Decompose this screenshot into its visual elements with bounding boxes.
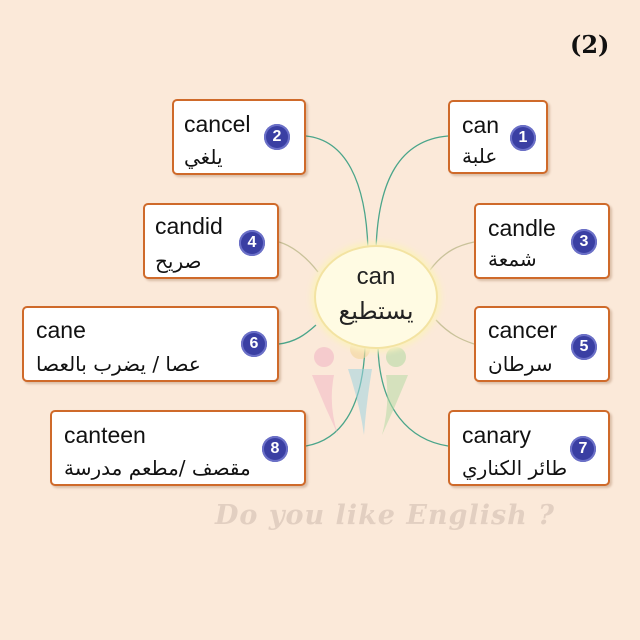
- word-7-english: canary: [462, 422, 532, 448]
- page-number: (2): [570, 30, 610, 59]
- connector-3: [429, 241, 475, 271]
- word-4-arabic: صريح: [155, 249, 202, 273]
- word-3-arabic: شمعة: [488, 247, 537, 271]
- connector-4: [278, 241, 319, 273]
- word-8-english: canteen: [64, 422, 146, 448]
- word-box-8: canteen 8 مقصف /مطعم مدرسة: [50, 410, 306, 486]
- word-5-arabic: سرطان: [488, 352, 553, 376]
- number-badge-8: 8: [262, 436, 288, 462]
- number-badge-1: 1: [510, 125, 536, 151]
- word-box-6: cane 6 عصا / يضرب بالعصا: [22, 306, 279, 382]
- center-node: can يستطيع: [314, 245, 438, 349]
- center-arabic: يستطيع: [338, 297, 414, 325]
- word-8-arabic: مقصف /مطعم مدرسة: [64, 456, 251, 480]
- connector-1: [375, 135, 449, 251]
- connector-5: [435, 319, 475, 345]
- number-badge-6: 6: [241, 331, 267, 357]
- number-badge-5: 5: [571, 334, 597, 360]
- number-badge-4: 4: [239, 230, 265, 256]
- connector-2: [305, 135, 369, 251]
- word-box-4: candid 4 صريح: [143, 203, 279, 279]
- watermark-text: Do you like English ?: [215, 500, 556, 531]
- word-box-2: cancel 2 يلغي: [172, 99, 306, 175]
- word-7-arabic: طائر الكناري: [462, 456, 568, 480]
- word-6-english: cane: [36, 317, 86, 343]
- connector-7: [377, 347, 449, 447]
- word-6-arabic: عصا / يضرب بالعصا: [36, 352, 201, 376]
- connector-6: [278, 324, 317, 345]
- word-3-english: candle: [488, 215, 556, 241]
- word-4-english: candid: [155, 213, 223, 239]
- word-box-1: can 1 علبة: [448, 100, 548, 174]
- center-english: can: [356, 263, 396, 290]
- word-box-7: canary 7 طائر الكناري: [448, 410, 610, 486]
- number-badge-3: 3: [571, 229, 597, 255]
- word-1-arabic: علبة: [462, 144, 498, 168]
- number-badge-7: 7: [570, 436, 596, 462]
- word-box-3: candle 3 شمعة: [474, 203, 610, 279]
- word-box-5: cancer 5 سرطان: [474, 306, 610, 382]
- connector-8: [305, 347, 366, 447]
- word-2-english: cancel: [184, 111, 251, 137]
- people-logo-icon: [290, 335, 430, 445]
- word-5-english: cancer: [488, 317, 558, 343]
- word-1-english: can: [462, 112, 500, 138]
- word-2-arabic: يلغي: [184, 145, 223, 169]
- number-badge-2: 2: [264, 124, 290, 150]
